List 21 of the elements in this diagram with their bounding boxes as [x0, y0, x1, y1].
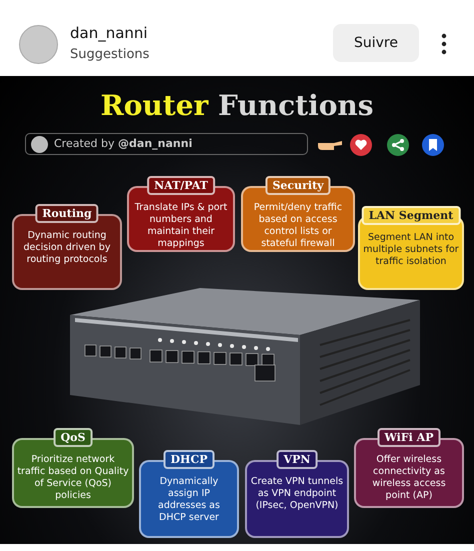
card-description: Segment LAN into multiple subnets for traffic isolation: [363, 232, 459, 268]
credit-text: Created by @dan_nanni: [54, 137, 192, 150]
follow-button: Suivre: [333, 24, 419, 62]
card-heading: DHCP: [164, 450, 214, 469]
card-heading: LAN Segment: [362, 206, 460, 225]
card-description: Create VPN tunnels as VPN endpoint (IPsec, OpenVPN): [250, 476, 344, 512]
card-description: Offer wireless connectivity as wireless access point (AP): [371, 454, 447, 502]
card-description: Translate IPs & port numbers and maintain their mappings: [134, 202, 228, 250]
username: dan_nanni: [70, 24, 148, 42]
card-description: Permit/deny traffic based on access control lists or stateful firewall: [252, 202, 344, 250]
card-heading: Security: [265, 176, 331, 195]
card-description: Prioritize network traffic based on Quality of Service (QoS) policies: [17, 454, 129, 502]
card-heading: Routing: [35, 204, 99, 223]
card-heading: VPN: [276, 450, 318, 469]
subtitle: Suggestions: [70, 47, 150, 62]
card-heading: QoS: [54, 428, 92, 447]
card-description: Dynamic routing decision driven by routing protocols: [22, 230, 112, 266]
title: Router Functions: [99, 89, 375, 122]
card-heading: NAT/PAT: [147, 176, 215, 195]
card-description: Dynamically assign IP addresses as DHCP server: [157, 476, 221, 524]
card-heading: WiFi AP: [378, 428, 440, 447]
